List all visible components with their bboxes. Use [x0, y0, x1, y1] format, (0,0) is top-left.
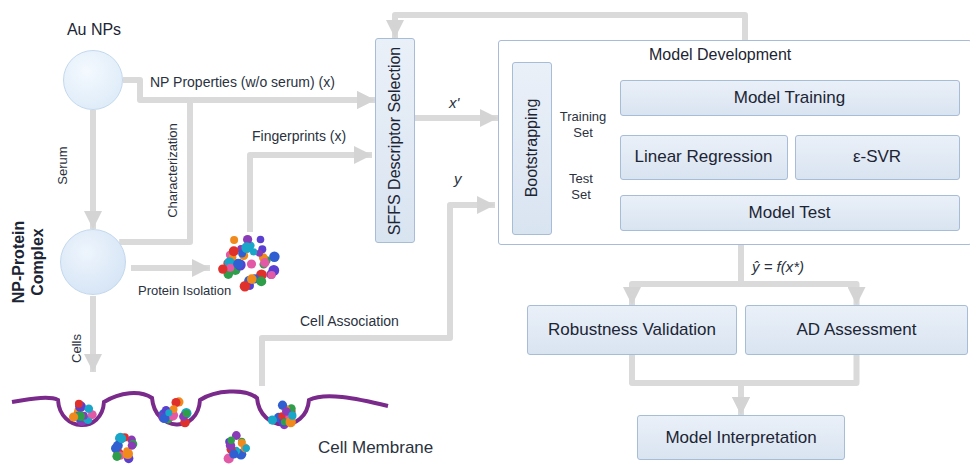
node-text: Model Interpretation — [665, 428, 816, 448]
connector-arrow — [395, 15, 745, 40]
node-text: Model Training — [734, 88, 846, 108]
nanoparticle-circle: Au NPs — [63, 50, 123, 110]
edge-label: Characterization — [165, 123, 180, 218]
node-text: NP-Protein Complex — [9, 207, 47, 317]
node-text: Robustness Validation — [548, 320, 716, 340]
protein-dot — [117, 434, 126, 443]
complex-circle: NP-Protein Complex — [60, 229, 126, 295]
protein-dot — [75, 400, 83, 408]
protein-dot — [218, 264, 227, 273]
protein-dot — [241, 444, 250, 453]
edge-label: ŷ = f(x*) — [752, 258, 804, 275]
connector-arrow — [741, 245, 857, 305]
protein-dot — [250, 248, 257, 255]
process-box: SFFS Descriptor Selection — [375, 38, 415, 243]
edge-label: x' — [449, 94, 459, 111]
protein-dot — [123, 449, 133, 459]
annotation-label: y — [454, 170, 462, 187]
edge-label: Training Set — [556, 109, 610, 141]
protein-dot — [269, 252, 279, 262]
protein-dot — [128, 441, 136, 449]
process-box: Bootstrapping — [512, 62, 552, 235]
process-box: Linear Regression — [620, 135, 788, 180]
node-text: ε-SVR — [853, 147, 901, 167]
protein-dot — [85, 404, 94, 413]
connector-arrow — [741, 355, 857, 415]
annotation-label: Cell Association — [300, 313, 399, 329]
protein-dot — [243, 445, 250, 452]
fingerprints-line — [250, 155, 372, 232]
connector-arrow — [119, 100, 375, 242]
protein-dot — [256, 277, 266, 287]
protein-dot — [233, 259, 243, 269]
process-box: Robustness Validation — [527, 305, 737, 355]
connector-arrow — [632, 355, 741, 415]
process-box: Model Interpretation — [637, 415, 845, 460]
protein-dot — [230, 236, 238, 244]
edge-label: Test Set — [561, 171, 601, 203]
protein-dot — [112, 452, 121, 461]
protein-dot — [268, 271, 276, 279]
node-text: Linear Regression — [635, 147, 773, 167]
node-text: Model Test — [749, 203, 831, 223]
protein-dot — [229, 450, 238, 459]
protein-dot — [268, 416, 277, 425]
node-text: Au NPs — [44, 21, 144, 39]
connector-arrow — [90, 110, 96, 229]
node-text: Model Development — [649, 46, 791, 64]
annotation-label: Protein Isolation — [138, 283, 231, 298]
protein-dot — [229, 246, 239, 256]
node-text: AD Assessment — [797, 320, 917, 340]
annotation-label: Fingerprints (x) — [252, 128, 346, 144]
node-text: SFFS Descriptor Selection — [386, 46, 404, 235]
node-text: Bootstrapping — [523, 99, 541, 198]
flow-lines — [93, 155, 495, 386]
protein-dot — [260, 258, 269, 267]
protein-dot — [69, 412, 78, 421]
protein-dot — [165, 409, 172, 416]
protein-dot — [226, 264, 234, 272]
edge-label: Serum — [54, 146, 69, 184]
annotation-label: Cell Membrane — [318, 438, 433, 458]
process-box: Model Test — [620, 195, 960, 231]
process-box: ε-SVR — [795, 135, 960, 180]
protein-dot — [228, 437, 235, 444]
protein-dot — [288, 412, 296, 420]
protein-isolation-line — [131, 265, 210, 271]
protein-dot — [247, 259, 256, 268]
protein-dot — [257, 236, 265, 244]
group-box: Model DevelopmentBootstrapping Model Trai… — [498, 40, 970, 245]
cell-membrane — [12, 391, 388, 425]
protein-dot — [247, 274, 257, 284]
edge-label: NP Properties (w/o serum) (x) — [150, 74, 335, 90]
protein-dot — [183, 410, 191, 418]
process-box: Model Training — [620, 80, 960, 116]
process-box: AD Assessment — [745, 305, 968, 355]
annotation-label: Cells — [69, 334, 84, 363]
connector-arrow — [415, 115, 498, 121]
cells-line — [90, 296, 96, 372]
connector-arrow — [632, 245, 741, 305]
